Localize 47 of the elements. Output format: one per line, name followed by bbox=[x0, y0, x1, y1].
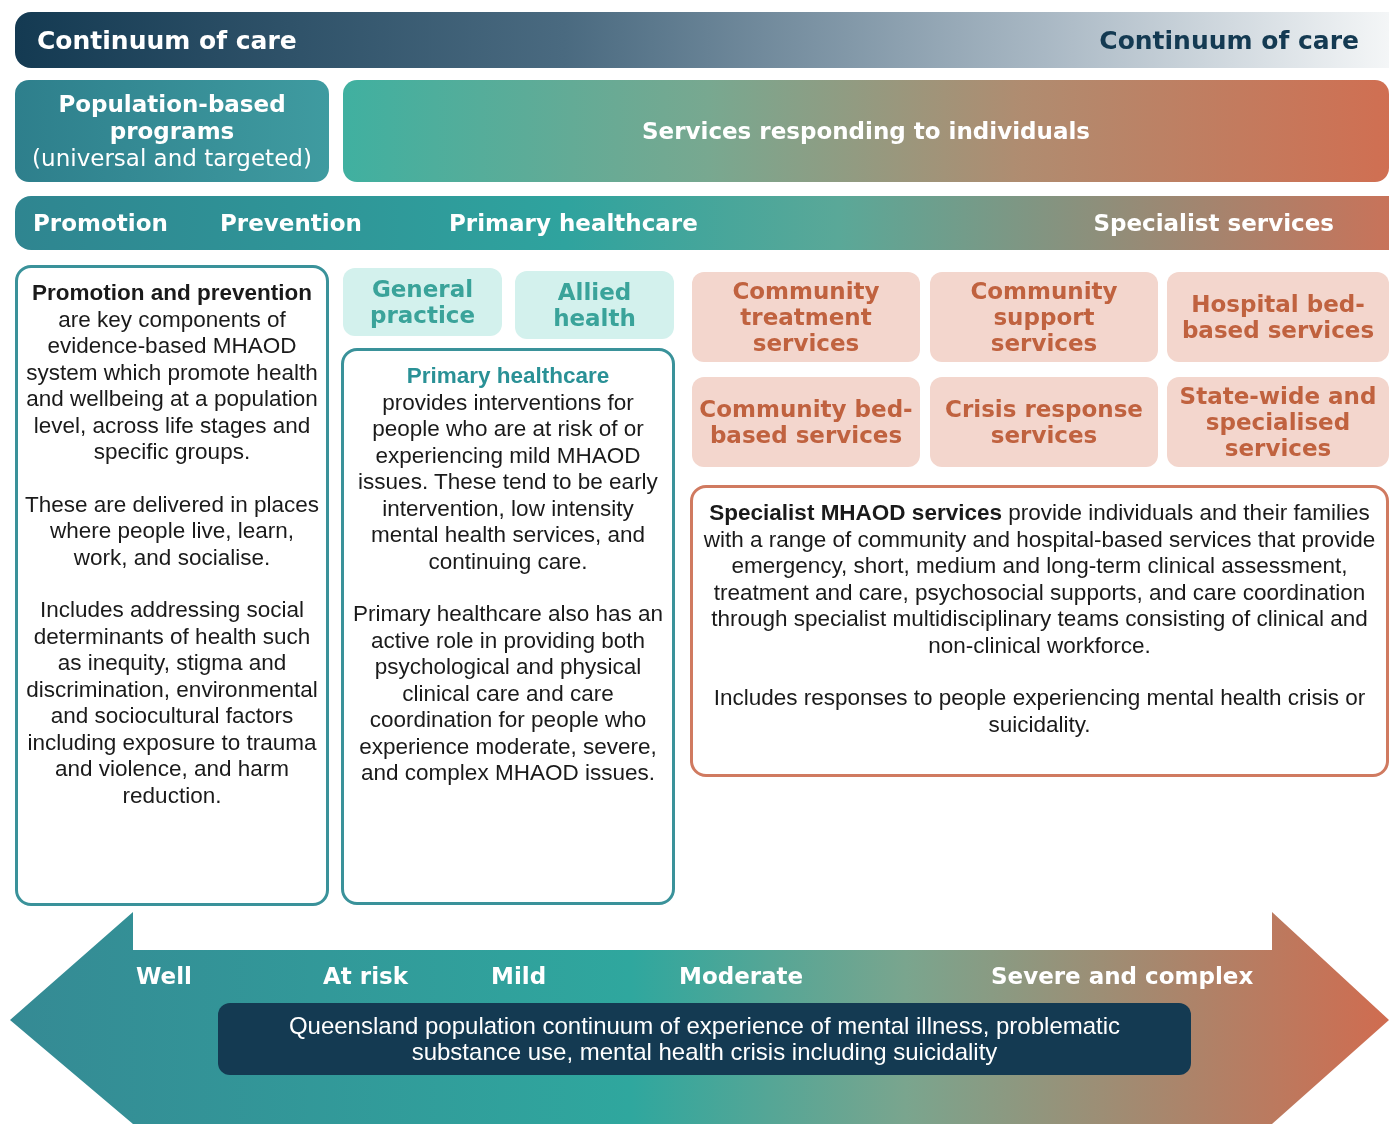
service-label: General practice bbox=[368, 276, 477, 328]
scale-label: Severe and complex bbox=[991, 963, 1254, 989]
band-label: Prevention bbox=[220, 210, 362, 236]
band-label: Primary healthcare bbox=[449, 210, 698, 236]
box-heading: Population-based programs bbox=[57, 90, 287, 145]
service-box bbox=[1167, 377, 1389, 467]
service-box bbox=[343, 268, 502, 336]
scale-label: Well bbox=[136, 963, 192, 989]
service-box bbox=[515, 271, 674, 339]
service-box bbox=[930, 272, 1158, 362]
paragraph: provides interventions for people who are at risk of or experiencing mild MHAOD issues. These tend to be early intervention, low intensity mental health services, and continuing care. bbox=[357, 389, 659, 575]
service-label: State-wide and specialised services bbox=[1178, 383, 1378, 461]
scale-label: At risk bbox=[323, 963, 408, 989]
paragraph: Specialist MHAOD services provide individuals and their families with a range of community and hospital-based services that provide emergency, short, medium and long-term clinical assessment, treatment and care, psychosocial supports, and care coordination through specialist multidisciplinary teams consisting of clinical and non-clinical workforce. bbox=[703, 500, 1376, 659]
service-box bbox=[692, 377, 920, 467]
caption-box bbox=[218, 1003, 1191, 1075]
service-box bbox=[1167, 272, 1389, 362]
card-heading: Primary healthcare bbox=[405, 363, 611, 390]
gradient-band bbox=[15, 12, 1389, 68]
service-label: Community bed-based services bbox=[699, 396, 913, 448]
header-box bbox=[343, 80, 1389, 182]
description-card bbox=[15, 265, 329, 906]
service-label: Crisis response services bbox=[944, 396, 1144, 448]
description-card bbox=[690, 485, 1389, 777]
paragraph: Includes responses to people experiencing mental health crisis or suicidality. bbox=[712, 685, 1367, 738]
band-label: Promotion bbox=[33, 210, 168, 236]
paragraph: Promotion and prevention are key components of evidence-based MHAOD system which promote health and wellbeing at a population level, across life stages and specific groups. bbox=[25, 280, 319, 466]
gradient-band bbox=[15, 196, 1389, 250]
paragraph: Includes addressing social determinants of health such as inequity, stigma and discrimination, environmental and sociocultural factors including exposure to trauma and violence, and harm reduction. bbox=[25, 597, 319, 809]
service-box bbox=[930, 377, 1158, 467]
box-heading: Services responding to individuals bbox=[642, 117, 1090, 145]
service-label: Allied health bbox=[552, 279, 637, 331]
service-label: Hospital bed-based services bbox=[1180, 291, 1376, 343]
service-label: Community treatment services bbox=[731, 278, 881, 356]
paragraph: Primary healthcare also has an active role in providing both psychological and physical clinical care and care coordination for people who experience moderate, severe, and complex MHAOD issues. bbox=[351, 601, 665, 787]
paragraph: These are delivered in places where people live, learn, work, and socialise. bbox=[24, 491, 320, 571]
band-title: Continuum of care bbox=[37, 25, 297, 55]
caption-text: Queensland population continuum of experience of mental illness, problematic substance use, mental health crisis including suicidality bbox=[287, 1013, 1122, 1065]
band-label: Specialist services bbox=[1093, 210, 1334, 236]
service-box bbox=[692, 272, 920, 362]
band-title: Continuum of care bbox=[1099, 25, 1359, 55]
service-label: Community support services bbox=[969, 278, 1119, 356]
description-card bbox=[341, 348, 675, 905]
scale-label: Mild bbox=[491, 963, 547, 989]
scale-label: Moderate bbox=[679, 963, 804, 989]
box-subtitle: (universal and targeted) bbox=[32, 144, 312, 172]
header-box bbox=[15, 80, 329, 182]
